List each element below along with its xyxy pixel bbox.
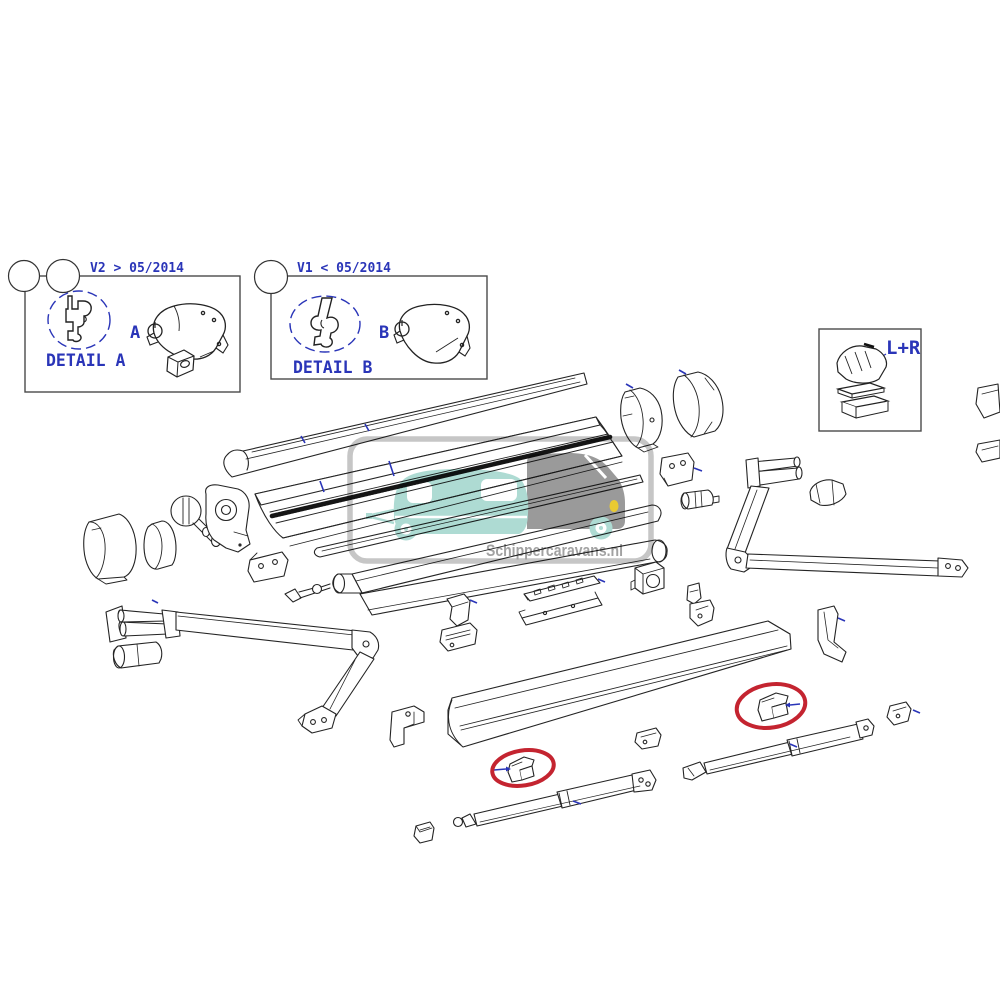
end-cap-part-b <box>393 303 471 364</box>
knob-cylinder <box>680 489 720 510</box>
lr-label: L+R <box>886 337 921 359</box>
edge-part-bottom <box>975 439 1000 463</box>
highlight-clip-left <box>507 756 535 783</box>
detail-box-a: V2 > 05/2014 DETAIL A A <box>7 258 241 393</box>
left-arm-elbow <box>351 629 380 659</box>
right-arm-foot <box>937 557 969 578</box>
left-end-cap-inner <box>143 520 177 570</box>
clip-far-right <box>886 701 912 726</box>
rail-hook-profile-a <box>65 295 92 343</box>
version-label-b: V1 < 05/2014 <box>297 261 391 276</box>
left-arm-shoulder-bracket <box>105 605 181 643</box>
lr-pad-thin <box>835 382 887 399</box>
red-highlight-ellipse-left <box>490 748 556 788</box>
clip-middle <box>634 727 662 750</box>
red-highlights <box>490 682 808 788</box>
highlight-clip-right <box>757 692 789 722</box>
case-lid-panel <box>223 372 588 478</box>
edge-clip-part <box>686 582 702 605</box>
detail-a-label: DETAIL A <box>46 351 126 370</box>
callout-circle-b <box>253 259 289 295</box>
callout-circle-a1 <box>7 259 41 293</box>
blue-fixing-marks <box>151 369 921 805</box>
watermark-caravan <box>366 469 529 541</box>
corner-cover <box>817 605 847 663</box>
right-arm-forearm-tube <box>745 553 941 577</box>
clamp-handle <box>809 479 847 506</box>
left-end-cap-outer <box>83 513 137 585</box>
detail-box-b: V1 < 05/2014 DETAIL B B <box>253 259 488 380</box>
mounting-rail-lower <box>518 591 603 626</box>
callout-circle-a2 <box>45 258 81 294</box>
crank-spindle <box>284 583 331 603</box>
watermark-border <box>347 436 654 564</box>
fabric-guide-sheet <box>446 593 471 627</box>
lr-bracket-part <box>836 342 888 384</box>
red-highlight-ellipse-right <box>734 682 808 730</box>
left-arm-foot <box>297 705 337 734</box>
detail-b-label: DETAIL B <box>293 358 373 377</box>
roller-guide-bracket <box>439 622 478 652</box>
right-arm-shoulder-bracket <box>745 456 803 489</box>
right-end-cap-shell <box>672 371 724 438</box>
lr-pad-block <box>839 395 891 419</box>
watermark: Schippercaravans.nl <box>347 436 654 564</box>
edge-part-top <box>975 383 1000 419</box>
cap-sleeve-cylinder <box>112 641 163 669</box>
rafter-arm-right <box>682 718 875 781</box>
mounting-rail-upper <box>523 575 601 602</box>
watermark-vehicle <box>527 453 625 540</box>
clip-far-left <box>413 821 435 844</box>
left-arm-upper-tube <box>175 611 357 651</box>
main-line-drawing <box>83 371 1000 844</box>
ref-letter-a: A <box>130 323 140 343</box>
watermark-text: Schippercaravans.nl <box>486 541 623 560</box>
lead-rail-bar <box>447 620 792 748</box>
left-arm-forearm-tube <box>321 651 375 717</box>
detail-a-zoom-circle <box>47 290 111 350</box>
block-part-a <box>166 349 195 378</box>
detail-b-zoom-circle <box>289 295 361 353</box>
clip-arrows <box>493 702 801 772</box>
hook-bracket <box>689 599 715 627</box>
ref-letter-b: B <box>379 323 389 343</box>
gearbox-bracket <box>205 484 251 553</box>
box-bracket <box>630 561 665 595</box>
headlight <box>609 500 619 512</box>
right-small-bracket <box>659 452 695 487</box>
right-arm-upper-tube <box>726 485 770 554</box>
rail-hook-profile-b <box>310 297 339 348</box>
rafter-arm-left <box>452 769 657 828</box>
small-mount-bracket <box>247 551 289 583</box>
version-label-a: V2 > 05/2014 <box>90 261 184 276</box>
side-box-lr: L+R <box>818 328 922 432</box>
wall-bracket-left <box>389 705 425 748</box>
